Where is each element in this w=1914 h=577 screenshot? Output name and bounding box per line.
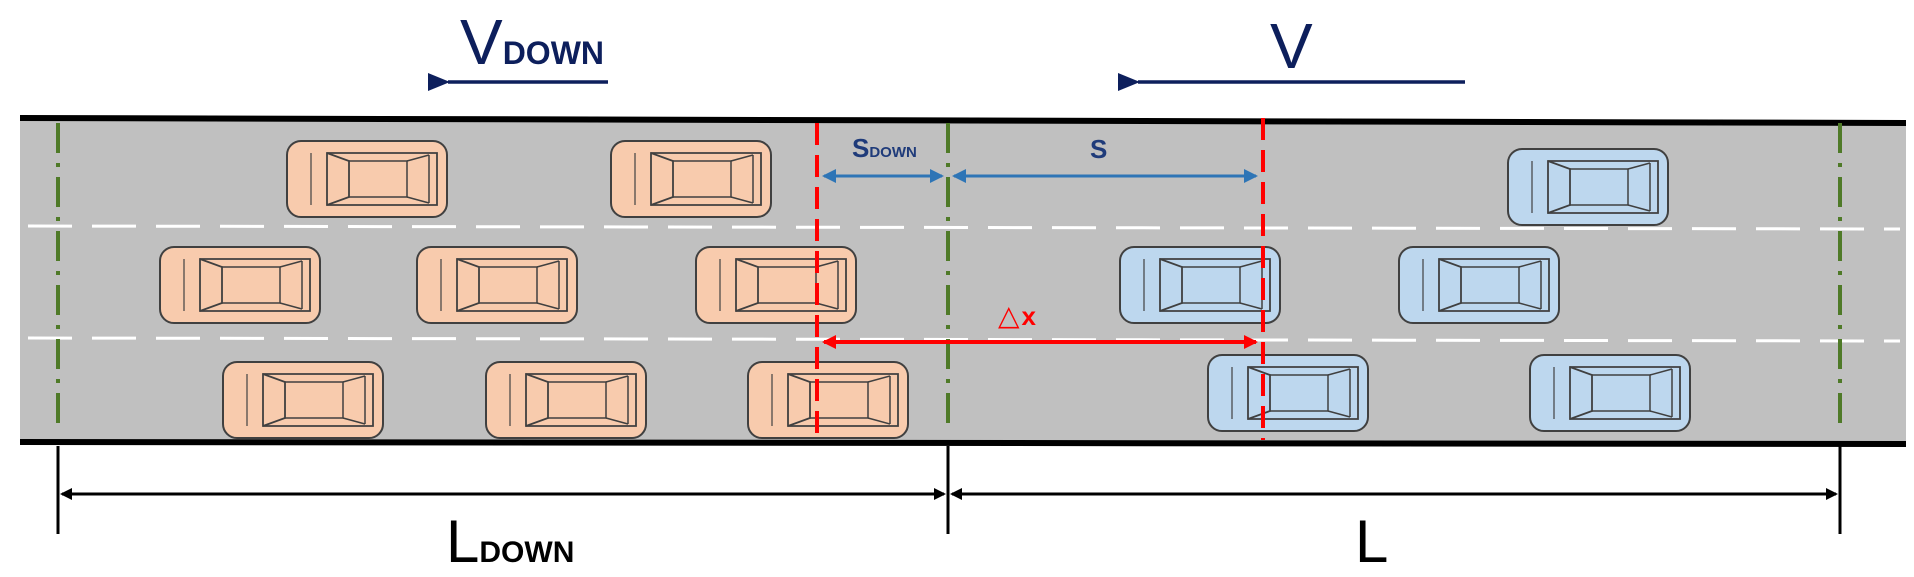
car-icon bbox=[485, 361, 647, 439]
velocity-indicator: V bbox=[1118, 10, 1465, 91]
svg-text:S: S bbox=[1090, 134, 1107, 164]
v-label: V bbox=[1270, 10, 1313, 82]
v-down-label: V bbox=[460, 6, 503, 78]
reference-lines bbox=[815, 118, 1265, 440]
svg-text:L: L bbox=[1355, 508, 1388, 575]
section-lengths: LDOWN L bbox=[56, 446, 1842, 575]
car-icon bbox=[416, 246, 578, 324]
l-down-subscript: DOWN bbox=[479, 536, 574, 569]
car-icon bbox=[286, 140, 448, 218]
road bbox=[19, 115, 1907, 447]
section-boundaries bbox=[56, 123, 1842, 432]
delta-symbol: △ bbox=[998, 299, 1020, 332]
road-top-edge bbox=[19, 115, 1907, 126]
car-icon bbox=[1398, 246, 1560, 324]
lane-marking-upper bbox=[27, 224, 1901, 231]
v-down-subscript: DOWN bbox=[503, 35, 604, 71]
s-down-label: S bbox=[852, 133, 869, 163]
svg-text:SDOWN: SDOWN bbox=[852, 133, 917, 163]
velocity-down-indicator: VDOWN bbox=[428, 6, 608, 91]
svg-text:LDOWN: LDOWN bbox=[446, 508, 574, 575]
s-label: S bbox=[1090, 134, 1107, 164]
spacing-arrows: SDOWN S bbox=[822, 133, 1258, 183]
car-icon bbox=[695, 246, 857, 324]
s-down-subscript: DOWN bbox=[869, 144, 917, 161]
road-surface bbox=[20, 118, 1906, 444]
l-down-label: L bbox=[446, 508, 479, 575]
car-icon bbox=[159, 246, 321, 324]
car-icon bbox=[1507, 148, 1669, 226]
delta-x-indicator: △x bbox=[822, 299, 1258, 349]
car-icon bbox=[747, 361, 909, 439]
l-label: L bbox=[1355, 508, 1388, 575]
car-icon bbox=[1119, 246, 1281, 324]
car-icon bbox=[222, 361, 384, 439]
svg-text:V: V bbox=[1270, 10, 1313, 82]
delta-variable: x bbox=[1022, 301, 1037, 331]
car-icon bbox=[610, 140, 772, 218]
road-bottom-edge bbox=[19, 439, 1907, 447]
svg-text:VDOWN: VDOWN bbox=[460, 6, 604, 78]
car-icon bbox=[1529, 354, 1691, 432]
car-icon bbox=[1207, 354, 1369, 432]
svg-text:△x: △x bbox=[998, 299, 1037, 332]
